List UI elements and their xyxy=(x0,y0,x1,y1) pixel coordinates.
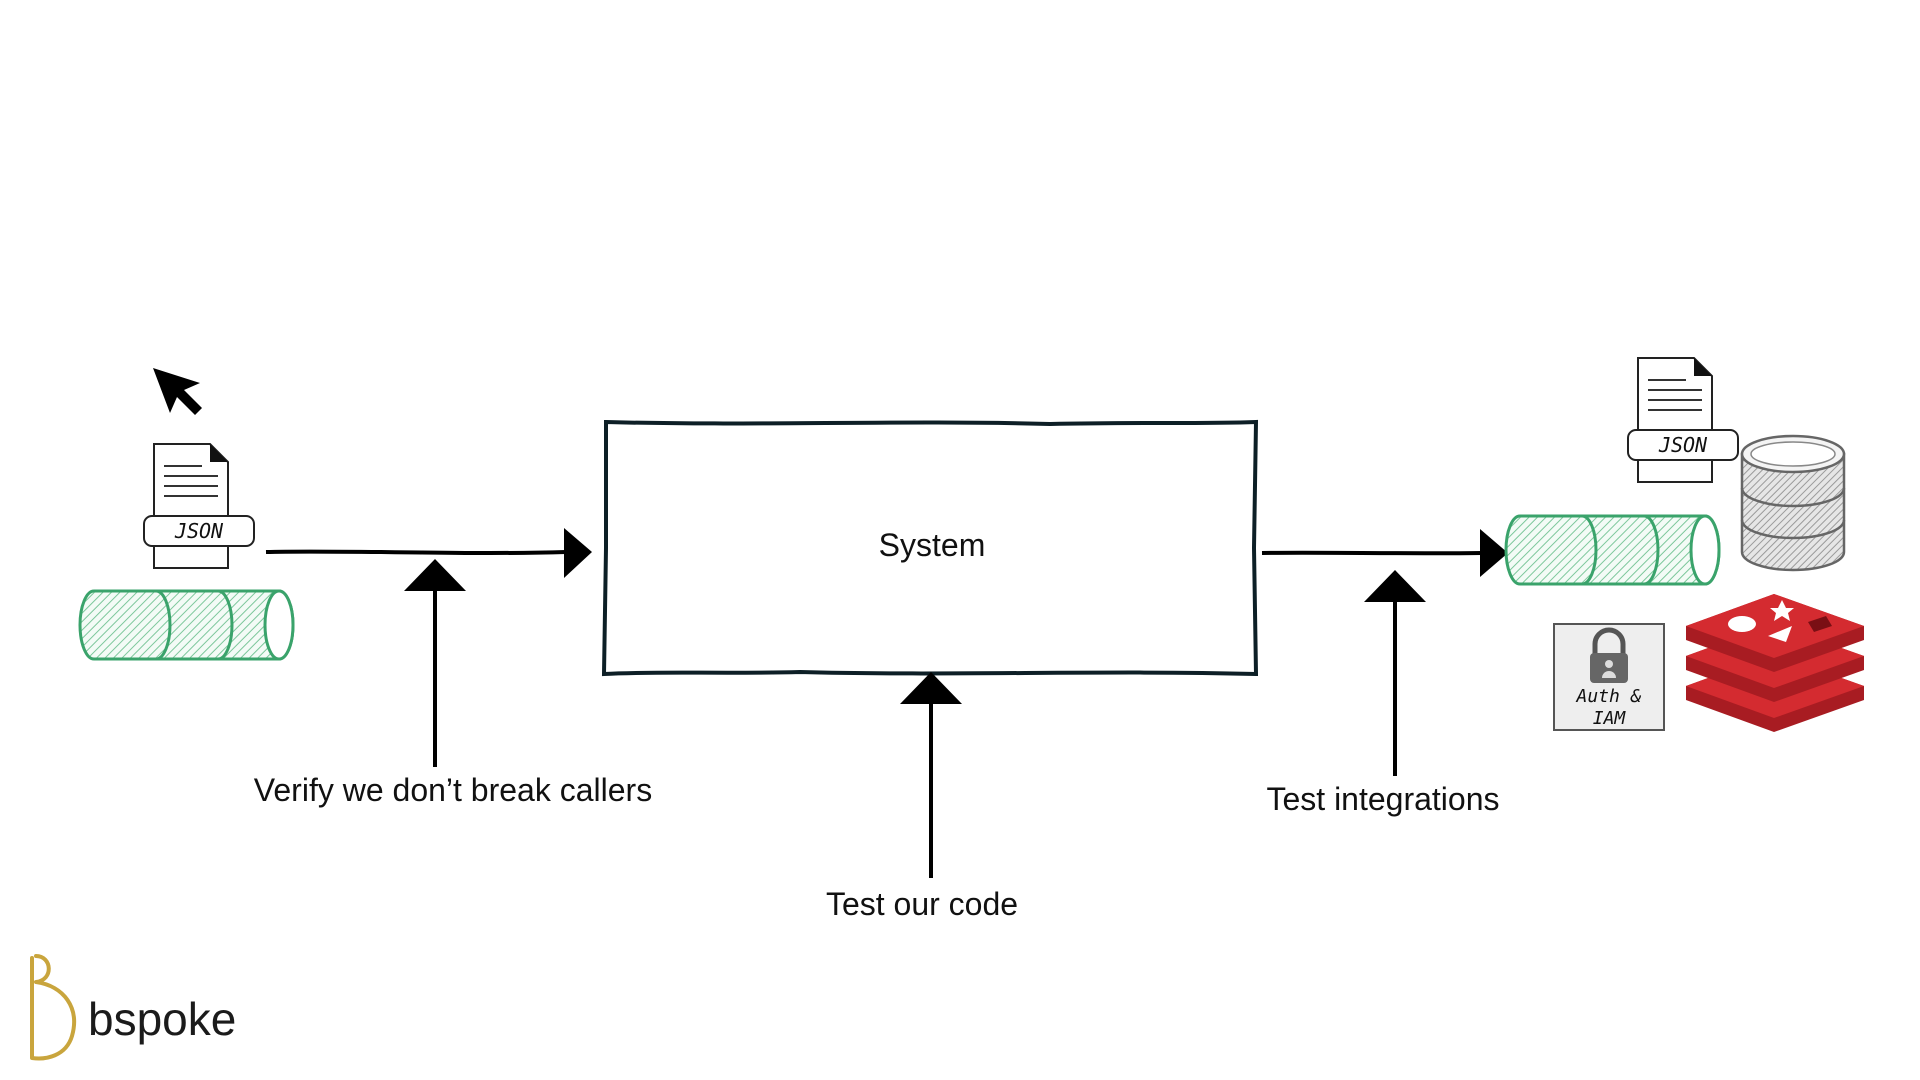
cursor-icon xyxy=(153,368,202,415)
auth-label-line1: Auth & xyxy=(1575,686,1641,707)
message-queue-icon-right xyxy=(1504,514,1721,586)
system-box xyxy=(601,419,1259,677)
json-tag-right: JSON xyxy=(1658,433,1708,457)
json-tag-left: JSON xyxy=(174,519,224,543)
arrow-test-code xyxy=(900,672,962,878)
arrow-out-of-system xyxy=(1261,529,1508,577)
auth-label-line2: IAM xyxy=(1593,708,1627,729)
system-label: System xyxy=(878,527,986,563)
arrow-test-integrations xyxy=(1364,570,1426,776)
arrow-verify-callers xyxy=(404,559,466,767)
brand-logo-text: bspoke xyxy=(88,993,237,1045)
redis-cache-icon xyxy=(1686,594,1864,732)
message-queue-icon-left xyxy=(78,589,295,661)
auth-iam-icon: Auth & IAM xyxy=(1553,623,1665,731)
arrow-into-system xyxy=(265,528,592,578)
caption-test-code: Test our code xyxy=(825,886,1019,922)
bspoke-logo-icon xyxy=(30,954,77,1061)
caption-verify-callers: Verify we don’t break callers xyxy=(253,772,653,808)
json-document-icon-left: JSON xyxy=(143,443,255,569)
json-document-icon-right: JSON xyxy=(1627,357,1739,483)
database-icon xyxy=(1740,434,1846,572)
caption-test-integrations: Test integrations xyxy=(1266,781,1500,817)
